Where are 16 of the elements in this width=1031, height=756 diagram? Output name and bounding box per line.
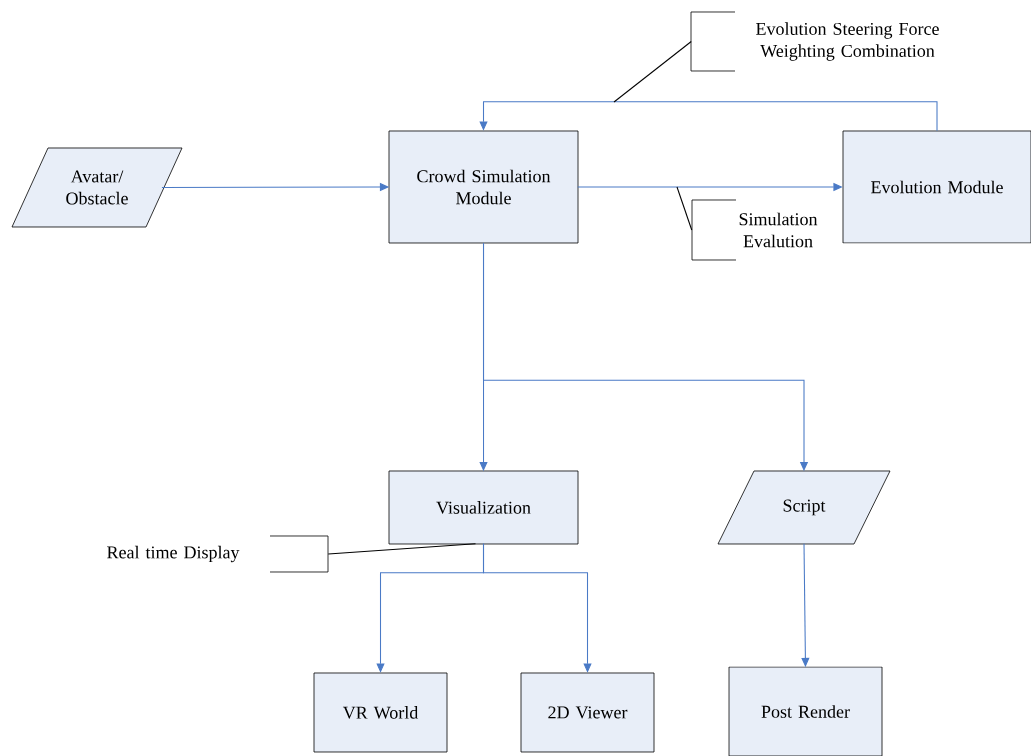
data-parallelogram: Avatar/ Obstacle [11,147,183,228]
annotation-bracket: Real time Display [107,535,329,573]
process-box: Evolution Module [842,130,1031,244]
process-box: Crowd Simulation Module [388,130,579,244]
annotation-bracket: Evolution Steering Force Weighting Combination [690,11,939,72]
leader-line [327,543,477,555]
leader-line [676,186,693,231]
arrow [479,101,938,132]
leader-line [613,40,692,103]
process-box: Post Render [728,666,883,756]
process-box: 2D Viewer [520,672,655,753]
data-parallelogram: Script [717,470,891,545]
process-box: Visualization [388,470,579,545]
annotation-bracket: Simulation Evalution [691,199,818,261]
arrow [482,543,592,673]
process-box: VR World [313,672,448,753]
